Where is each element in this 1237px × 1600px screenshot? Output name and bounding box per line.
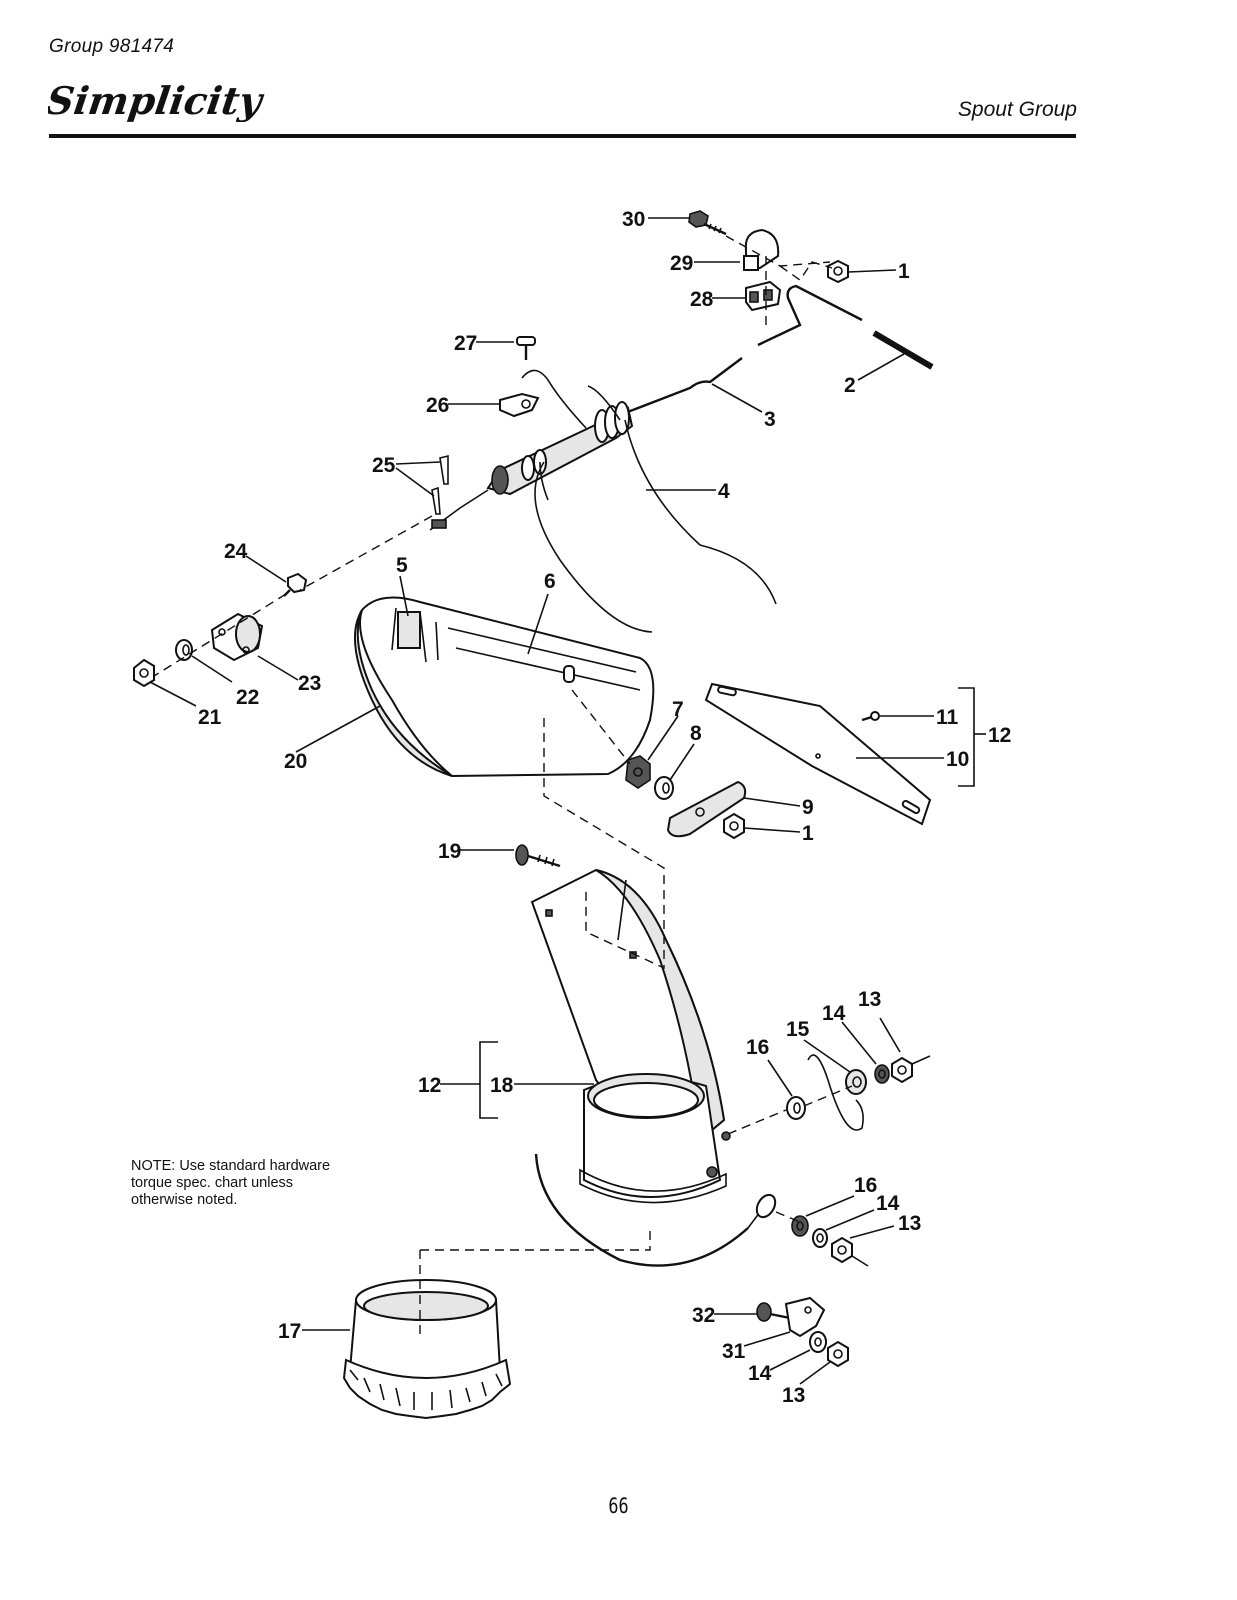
torque-note: NOTE: Use standard hardware torque spec.…: [131, 1158, 331, 1208]
part-21-nut: [133, 658, 155, 688]
callout-14: 14: [876, 1192, 900, 1215]
part-16-washer: [786, 1096, 806, 1120]
part-17-ring-gear: [342, 1279, 512, 1420]
part-20-spout-deflector: [353, 596, 655, 778]
part-18-spout: [530, 868, 731, 1204]
callout-29: 29: [670, 252, 693, 275]
part-29-clamp: [743, 228, 780, 271]
callout-10: 10: [946, 748, 969, 771]
part-9-lever: [666, 780, 747, 838]
part-19-bolt: [515, 844, 561, 868]
callout-31: 31: [722, 1340, 746, 1363]
callout-32: 32: [692, 1304, 715, 1327]
part-28-clamp: [745, 280, 782, 312]
part-13-nut: [891, 1056, 913, 1084]
section-title: Spout Group: [957, 98, 1077, 121]
callout-1: 1: [802, 822, 814, 845]
callout-24: 24: [224, 540, 248, 563]
callout-2: 2: [844, 374, 856, 397]
callout-26: 26: [426, 394, 449, 417]
part-15-bushing: [845, 1069, 867, 1095]
part-14-lockwasher: [809, 1331, 827, 1353]
header-divider: [49, 134, 1076, 138]
part-11-rivet: [861, 711, 880, 722]
callout-23: 23: [298, 672, 321, 695]
part-1-nut: [723, 812, 745, 840]
callout-9: 9: [802, 796, 814, 819]
part-15-spring: [807, 1054, 864, 1131]
callout-13: 13: [858, 988, 881, 1011]
callout-12: 12: [418, 1074, 441, 1097]
callout-25: 25: [372, 454, 396, 477]
callout-19: 19: [438, 840, 461, 863]
callout-17: 17: [278, 1320, 301, 1343]
part-27-screw: [516, 336, 536, 360]
callout-21: 21: [198, 706, 222, 729]
part-3-rod: [611, 357, 743, 420]
part-32-bolt: [756, 1302, 791, 1322]
assembly-dashed-lines: [153, 235, 931, 1340]
part-23-bearing-plate: [210, 612, 264, 662]
part-13-nut: [827, 1340, 849, 1368]
callout-5: 5: [396, 554, 408, 577]
part-7-star-washer: [563, 665, 651, 789]
callout-18: 18: [490, 1074, 514, 1097]
callout-14: 14: [822, 1002, 846, 1025]
page-number: 66: [608, 1494, 629, 1518]
callout-1: 1: [898, 260, 910, 283]
part-2-crank-rod: [757, 284, 934, 370]
callout-3: 3: [764, 408, 776, 431]
callout-16: 16: [746, 1036, 769, 1059]
simplicity-logo: Simplicity: [48, 79, 267, 122]
callout-30: 30: [622, 208, 645, 231]
part-4-cable-assembly: [429, 369, 777, 633]
callout-8: 8: [690, 722, 702, 745]
callout-7: 7: [672, 698, 684, 721]
part-14-lockwasher: [874, 1064, 890, 1084]
part-30-bolt: [688, 210, 727, 236]
callout-4: 4: [718, 480, 730, 503]
callout-11: 11: [936, 706, 959, 729]
callout-13: 13: [782, 1384, 805, 1407]
callout-16: 16: [854, 1174, 877, 1197]
callout-13: 13: [898, 1212, 921, 1235]
group-number: Group 981474: [49, 36, 175, 57]
part-8-washer: [654, 776, 674, 800]
part-22-lockwasher: [175, 639, 193, 661]
leader-lines: [149, 217, 986, 1385]
callout-20: 20: [284, 750, 307, 773]
strap-cable: [534, 1153, 749, 1267]
part-24-bolt: [283, 572, 308, 597]
part-14-lockwasher: [812, 1228, 828, 1248]
part-31-clip: [784, 1296, 826, 1338]
part-26-clip: [499, 392, 540, 418]
callout-12: 12: [988, 724, 1011, 747]
callout-14: 14: [748, 1362, 772, 1385]
part-13-nut: [831, 1236, 853, 1264]
cable-eye: [747, 1193, 777, 1229]
part-25-cotter-pins: [431, 454, 449, 529]
callout-27: 27: [454, 332, 477, 355]
callout-6: 6: [544, 570, 556, 593]
callout-28: 28: [690, 288, 714, 311]
callout-22: 22: [236, 686, 259, 709]
svg-text:Simplicity: Simplicity: [48, 79, 267, 122]
callout-numbers: 30 29 28 1 2 3 27 26 4 25 24 5 6 23 22 2…: [198, 208, 1011, 1407]
callout-15: 15: [786, 1018, 810, 1041]
part-1-nut: [827, 259, 849, 284]
part-10-bracket: [704, 682, 932, 826]
